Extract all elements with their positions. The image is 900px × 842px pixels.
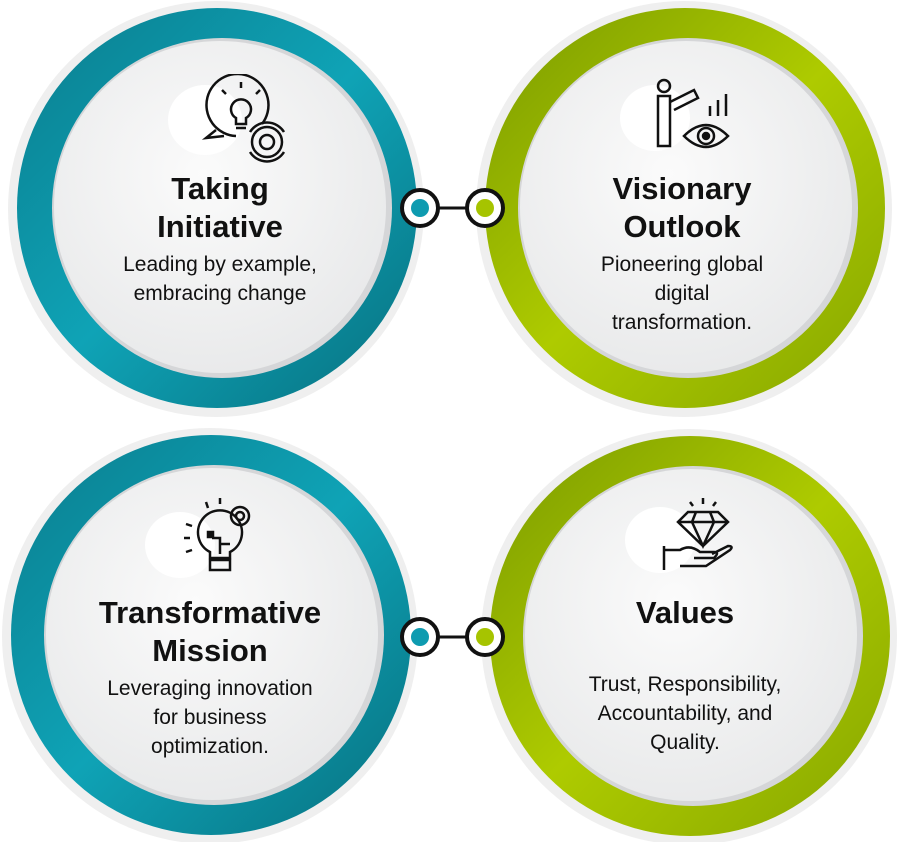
circle-values xyxy=(481,429,897,842)
desc-line: for business xyxy=(153,706,267,729)
desc-line: Leveraging innovation xyxy=(107,677,313,700)
title-line: Taking xyxy=(171,171,269,206)
card-title: Values xyxy=(535,594,835,632)
diamond-hand-icon xyxy=(662,498,733,570)
connector-top xyxy=(400,188,505,228)
lightbulb-gear-icon xyxy=(201,74,286,163)
desc-line: Pioneering global xyxy=(600,253,764,276)
desc-line: Accountability, and xyxy=(597,702,773,725)
desc-line: embracing change xyxy=(133,282,307,305)
desc-line: digital xyxy=(654,282,710,305)
telescope-vision-icon xyxy=(656,78,730,149)
desc-line: optimization. xyxy=(151,735,269,758)
connector-bottom xyxy=(400,617,505,657)
card-description: Pioneering global digital transformation. xyxy=(532,250,832,337)
title-line: Initiative xyxy=(157,209,283,244)
card-description: Trust, Responsibility, Accountability, an… xyxy=(535,670,835,757)
circle-transformative-mission xyxy=(2,428,418,842)
circle-taking-initiative xyxy=(8,1,424,417)
digital-bulb-gear-icon xyxy=(184,498,251,572)
desc-line: Quality. xyxy=(650,731,720,754)
title-line: Visionary xyxy=(612,171,752,206)
card-values: Values Trust, Responsibility, Accountabil… xyxy=(535,594,835,757)
title-line: Transformative xyxy=(98,595,322,630)
card-description: Leading by example, embracing change xyxy=(70,250,370,308)
title-line: Mission xyxy=(152,633,268,668)
circle-visionary-outlook xyxy=(476,1,892,417)
desc-line: Trust, Responsibility, xyxy=(588,673,782,696)
title-line: Outlook xyxy=(623,209,741,244)
card-description: Leveraging innovation for business optimiz… xyxy=(60,674,360,761)
desc-line: transformation. xyxy=(611,311,753,334)
title-line: Values xyxy=(635,595,735,630)
desc-line: Leading by example, xyxy=(123,253,317,276)
